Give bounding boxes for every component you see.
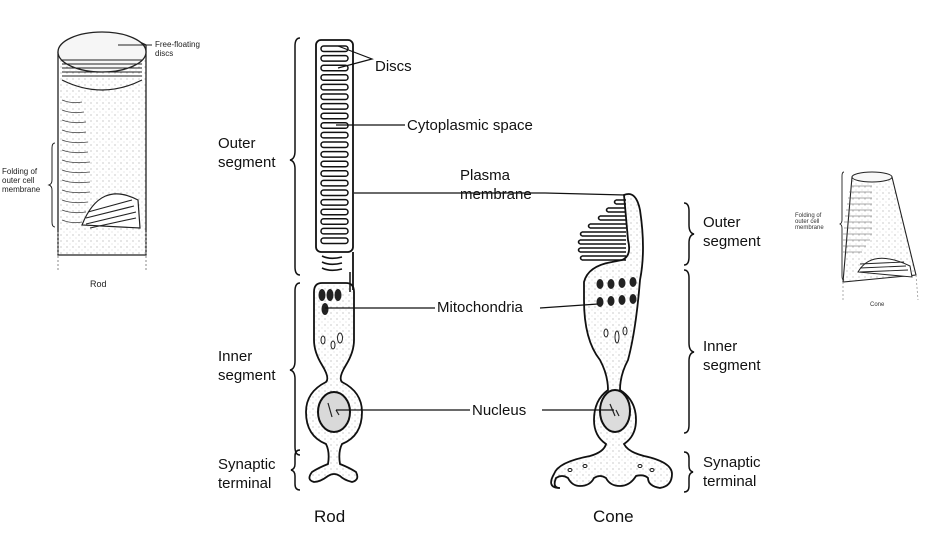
left-inset-rod-illustration — [47, 31, 152, 270]
label-left-folding-line2: outer cell — [2, 176, 35, 185]
caption-rod: Rod — [314, 507, 346, 526]
label-right-folding-line1: Folding of — [795, 213, 822, 219]
caption-left-inset-rod: Rod — [90, 279, 107, 289]
rod-mitochondria — [318, 289, 342, 315]
rod-disc — [320, 170, 349, 178]
label-free-floating-discs-line2: discs — [155, 49, 174, 58]
caption-cone: Cone — [593, 507, 634, 526]
main-rod-cell — [305, 39, 363, 483]
rod-disc — [320, 150, 349, 158]
rod-inner-segment — [305, 282, 363, 483]
rod-disc — [320, 198, 349, 206]
label-cone-outer-line2: segment — [703, 233, 761, 250]
rod-disc — [320, 208, 349, 216]
label-cone-outer-line1: Outer — [703, 214, 741, 231]
rod-disc — [320, 218, 349, 226]
cone-body — [550, 193, 673, 489]
label-mitochondria: Mitochondria — [437, 299, 523, 316]
cone-mitochondria — [596, 277, 637, 307]
cone-disc — [587, 223, 626, 229]
rod-disc — [320, 227, 349, 235]
label-rod-inner-line1: Inner — [218, 348, 253, 365]
rod-disc — [320, 93, 349, 101]
rod-nucleus — [317, 391, 351, 433]
cone-disc — [613, 199, 626, 205]
rod-disc — [320, 112, 349, 120]
label-right-folding-line2: outer cell — [795, 219, 820, 225]
cone-disc — [577, 247, 626, 253]
cone-disc — [579, 255, 626, 261]
label-cone-synaptic-line1: Synaptic — [703, 454, 761, 471]
label-cytoplasmic-space: Cytoplasmic space — [407, 117, 533, 134]
cone-disc — [579, 231, 626, 237]
right-inset-folding-brace — [838, 171, 845, 281]
cone-disc — [605, 207, 626, 213]
rod-disc — [320, 237, 349, 245]
leader-lines — [325, 45, 626, 411]
left-inset-folding-brace — [47, 142, 56, 228]
rod-disc — [320, 83, 349, 91]
caption-right-inset-cone: Cone — [870, 302, 885, 308]
label-right-folding-line3: membrane — [795, 225, 824, 231]
right-inset-cone-illustration — [838, 171, 919, 301]
rod-disc — [320, 189, 349, 197]
cone-disc — [577, 239, 626, 245]
free-floating-disc-top — [57, 31, 147, 73]
label-free-floating-discs-line1: Free-floating — [155, 40, 200, 49]
label-left-folding-line1: Folding of — [2, 167, 38, 176]
label-rod-synaptic-line2: terminal — [218, 475, 272, 492]
rod-disc — [320, 102, 349, 110]
rod-disc — [320, 141, 349, 149]
label-rod-synaptic-line1: Synaptic — [218, 456, 276, 473]
label-plasma-line2: membrane — [460, 186, 532, 203]
label-left-folding-line3: membrane — [2, 185, 41, 194]
rod-disc — [320, 74, 349, 82]
label-discs: Discs — [375, 58, 412, 75]
label-cone-inner-line2: segment — [703, 357, 761, 374]
label-plasma-line1: Plasma — [460, 167, 511, 184]
label-cone-inner-line1: Inner — [703, 338, 738, 355]
label-rod-inner-line2: segment — [218, 367, 276, 384]
cone-disc — [597, 215, 626, 221]
rod-disc — [320, 54, 349, 62]
main-cone-cell — [550, 193, 673, 489]
rod-disc — [320, 179, 349, 187]
rod-disc — [320, 160, 349, 168]
cone-nucleus — [599, 389, 631, 433]
main-braces — [289, 37, 695, 493]
label-rod-outer-line1: Outer — [218, 135, 256, 152]
cone-discs — [577, 199, 626, 261]
label-cone-synaptic-line2: terminal — [703, 473, 757, 490]
label-nucleus: Nucleus — [472, 402, 527, 419]
rod-discs — [320, 45, 349, 245]
label-rod-outer-line2: segment — [218, 154, 276, 171]
rod-disc — [320, 131, 349, 139]
